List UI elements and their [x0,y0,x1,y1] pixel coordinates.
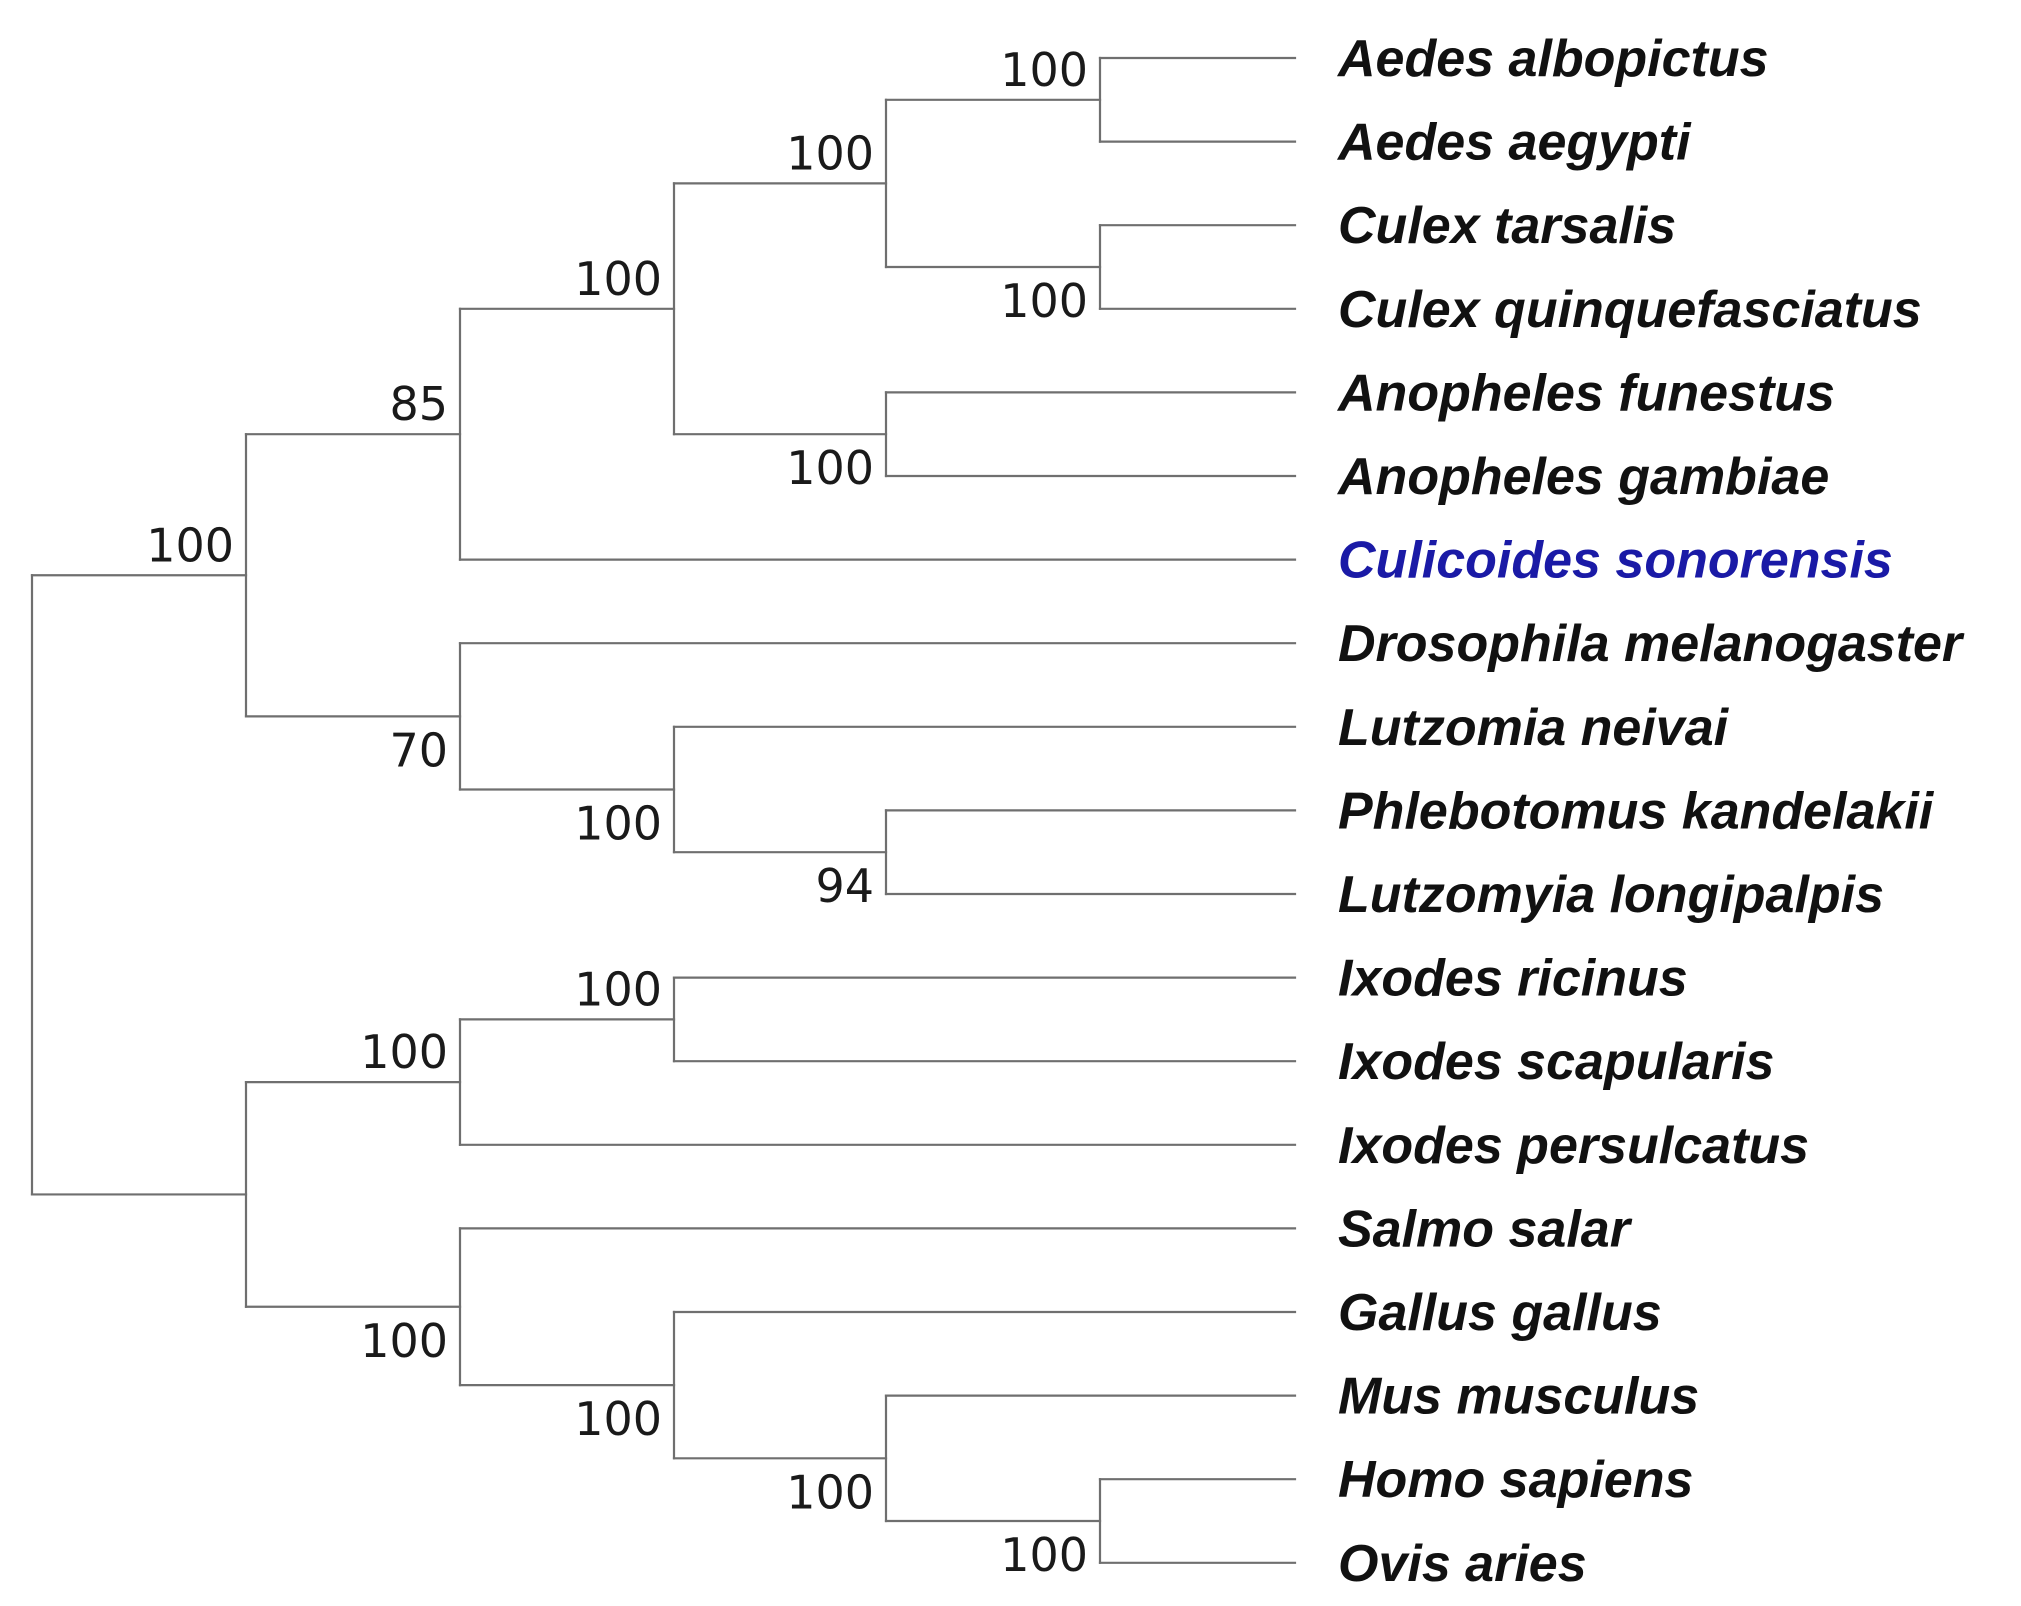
taxon-label: Ixodes ricinus [1338,950,1688,1008]
bootstrap-support-label: 70 [389,723,448,777]
bootstrap-support-label: 85 [389,377,448,431]
taxon-label: Lutzomyia longipalpis [1338,866,1884,924]
taxon-label: Culex tarsalis [1338,197,1676,255]
taxon-label: Gallus gallus [1338,1284,1662,1342]
tree-branches [30,56,1297,1564]
taxon-label: Anopheles gambiae [1336,448,1829,506]
taxon-label-highlighted: Culicoides sonorensis [1338,532,1893,590]
bootstrap-support-label: 100 [1000,1528,1088,1582]
bootstrap-support-label: 100 [786,1465,874,1519]
taxon-label: Mus musculus [1338,1368,1699,1426]
taxon-label: Homo sapiens [1338,1451,1693,1509]
taxon-label: Ovis aries [1338,1535,1587,1593]
taxon-label: Aedes aegypti [1336,114,1692,172]
bootstrap-support-label: 100 [360,1025,448,1079]
taxon-label: Ixodes persulcatus [1338,1117,1809,1175]
taxon-label: Drosophila melanogaster [1338,615,1965,673]
bootstrap-support-label: 100 [574,797,662,851]
bootstrap-support-label: 100 [360,1314,448,1368]
bootstrap-support-label: 94 [815,859,874,913]
taxon-label: Anopheles funestus [1336,364,1835,422]
bootstrap-support-label: 100 [786,441,874,495]
bootstrap-support-label: 100 [574,1392,662,1446]
taxon-label: Phlebotomus kandelakii [1338,782,1935,840]
taxon-label: Lutzomia neivai [1338,699,1730,757]
bootstrap-support-label: 100 [574,962,662,1016]
support-values: 100 85 100 100 100 100 100 70 100 94 100 100 100 100 1… [146,43,1088,1582]
bootstrap-support-label: 100 [146,518,234,572]
bootstrap-support-label: 100 [786,126,874,180]
taxon-label: Aedes albopictus [1336,30,1769,88]
bootstrap-support-label: 100 [1000,43,1088,97]
taxon-label: Salmo salar [1338,1200,1633,1258]
taxon-label: Culex quinquefasciatus [1338,281,1922,339]
bootstrap-support-label: 100 [1000,274,1088,328]
bootstrap-support-label: 100 [574,252,662,306]
taxon-label: Ixodes scapularis [1338,1033,1774,1091]
